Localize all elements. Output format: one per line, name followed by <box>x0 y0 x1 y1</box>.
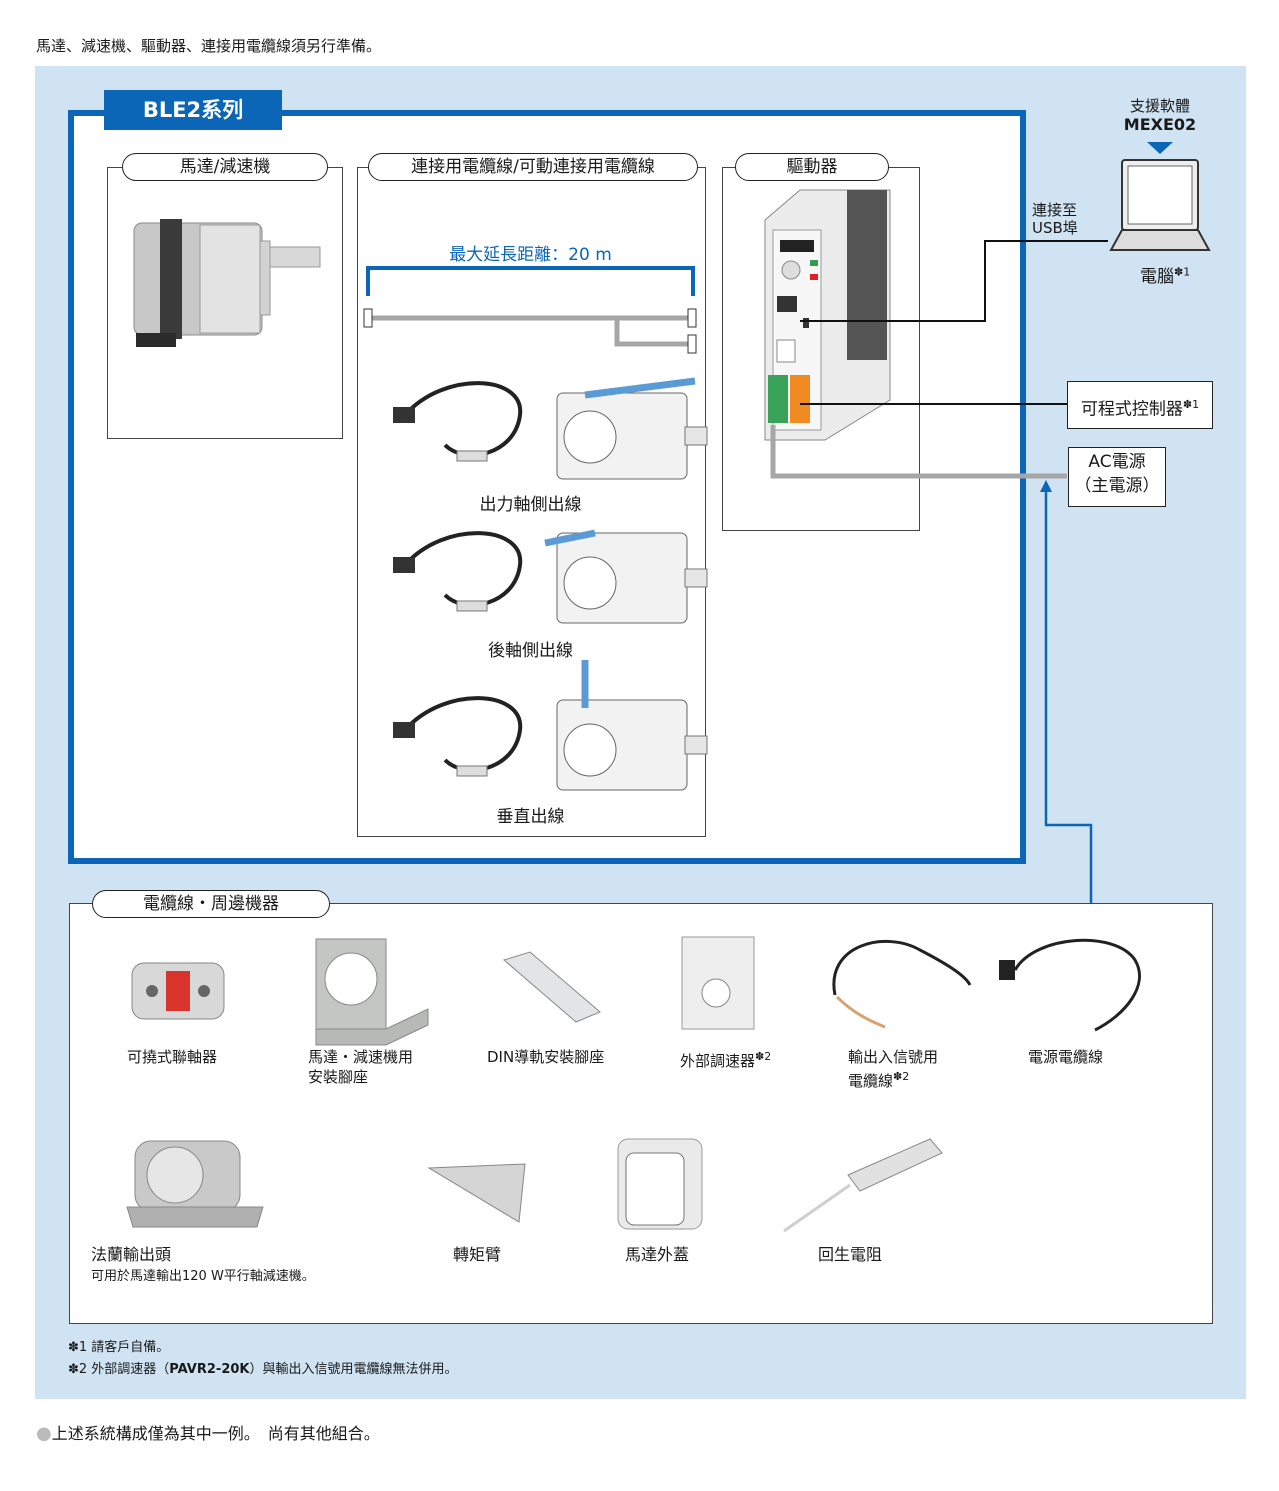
motor-gearhead-image <box>133 219 321 347</box>
item-bracket-label-2: 安裝腳座 <box>308 1068 369 1086</box>
speed-potentiometer-image <box>681 936 755 1030</box>
driver-image <box>764 189 891 441</box>
item-power-cable-label: 電源電纜線 <box>1028 1048 1104 1066</box>
mounting-bracket-image <box>315 938 429 1046</box>
cable-caption-vertical: 垂直出線 <box>496 807 565 827</box>
torque-arm-image <box>427 1163 526 1223</box>
item-motor-cover-label: 馬達外蓋 <box>625 1245 690 1264</box>
plc-box: 可程式控制器✽1 <box>1067 381 1213 429</box>
footer-note: ●上述系統構成僅為其中一例。 尚有其他組合。 <box>36 1423 380 1444</box>
item-coupling-label: 可撓式聯軸器 <box>127 1048 218 1066</box>
usb-label-line2: USB埠 <box>1032 219 1078 237</box>
motor-section-title: 馬達/減速機 <box>122 153 328 181</box>
ac-power-label: AC電源 <box>1088 452 1146 472</box>
cable-image-output-side <box>393 377 708 480</box>
din-rail-image <box>502 951 601 1023</box>
ac-main-label: （主電源） <box>1074 476 1160 496</box>
footnote-2: ✽2 外部調速器（PAVR2-20K）與輸出入信號用電纜線無法併用。 <box>68 1362 458 1377</box>
cable-image-vertical <box>393 660 708 791</box>
item-potentiometer-label: 外部調速器✽2 <box>680 1050 772 1070</box>
series-title: BLE2系列 <box>104 90 282 130</box>
item-io-cable-label: 輸出入信號用 <box>848 1048 939 1066</box>
cable-section-title: 連接用電纜線/可動連接用電纜線 <box>368 153 698 181</box>
cable-caption-rear-side: 後軸側出線 <box>488 641 573 661</box>
item-resistor-label: 回生電阻 <box>818 1245 883 1264</box>
pc-label: 電腦✽1 <box>1140 265 1191 287</box>
coupling-image <box>131 962 225 1020</box>
laptop-image <box>1109 142 1211 251</box>
accessories-section <box>69 903 1213 1324</box>
item-torque-arm-label: 轉矩臂 <box>453 1245 502 1264</box>
item-bracket-label: 馬達・減速機用 <box>308 1048 414 1066</box>
usb-label-line1: 連接至 <box>1032 201 1078 219</box>
item-din-label: DIN導軌安裝腳座 <box>487 1048 605 1066</box>
io-signal-cable-image <box>832 939 972 1029</box>
cable-length-diagram <box>363 266 697 354</box>
item-flange-label: 法蘭輸出頭 <box>91 1245 172 1264</box>
top-note: 馬達、減速機、驅動器、連接用電纜線須另行準備。 <box>36 37 382 55</box>
power-cable-image <box>999 938 1141 1032</box>
max-length-label: 最大延長距離：20 m <box>449 245 612 265</box>
flange-output-image <box>126 1140 264 1228</box>
motor-cover-image <box>617 1138 703 1230</box>
software-title: 支援軟體 <box>1129 97 1190 115</box>
item-io-cable-label-2: 電纜線✽2 <box>848 1070 910 1090</box>
bullet-icon: ● <box>36 1423 52 1444</box>
accessories-title: 電纜線・周邊機器 <box>92 890 330 918</box>
software-name: MEXE02 <box>1123 115 1197 134</box>
driver-section-title: 驅動器 <box>735 153 889 181</box>
item-flange-note: 可用於馬達輸出120 W平行軸減速機。 <box>91 1269 315 1284</box>
regeneration-resistor-image <box>783 1138 943 1233</box>
cable-image-rear-side <box>393 529 708 624</box>
cable-caption-output-side: 出力軸側出線 <box>479 495 582 515</box>
footnote-1: ✽1 請客戶自備。 <box>68 1340 170 1355</box>
ac-power-box: AC電源 （主電源） <box>1068 447 1166 507</box>
